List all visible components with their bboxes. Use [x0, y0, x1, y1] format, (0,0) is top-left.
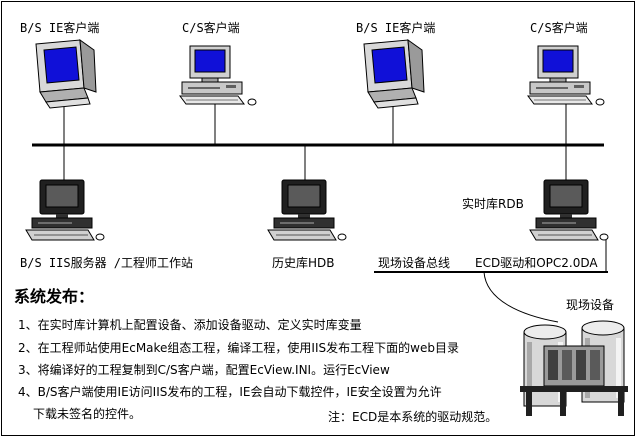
- realtime-db-label: 实时库RDB: [462, 197, 524, 211]
- client-label: C/S客户端: [182, 21, 240, 35]
- field-bus-label: 现场设备总线: [378, 256, 451, 270]
- publish-title: 系统发布：: [14, 287, 95, 306]
- workstation-icon: [267, 179, 347, 241]
- publish-step: 1、在实时库计算机上配置设备、添加设备驱动、定义实时库变量: [18, 318, 362, 332]
- client-label: C/S客户端: [530, 21, 588, 35]
- driver-label: ECD驱动和OPC2.0DA: [475, 256, 598, 270]
- workstation-icon: [529, 179, 609, 241]
- iis-server-label: B/S IIS服务器 /工程师工作站: [20, 256, 194, 270]
- desktop-pc-icon: [527, 45, 605, 106]
- field-device-label: 现场设备: [566, 298, 615, 312]
- publish-step: 2、在工程师站使用EcMake组态工程，编译工程，使用IIS发布工程下面的web…: [18, 341, 459, 355]
- footnote: 注：ECD是本系统的驱动规范。: [328, 410, 498, 424]
- crt-monitor-icon: [363, 39, 425, 109]
- publish-step: 3、将编译好的工程复制到C/S客户端，配置EcView.INI。运行EcView: [18, 363, 390, 377]
- field-device-icon: [520, 320, 628, 416]
- desktop-pc-icon: [179, 45, 257, 106]
- client-label: B/S IE客户端: [20, 21, 100, 35]
- publish-step: 4、B/S客户端使用IE访问IIS发布的工程，IE会自动下载控件，IE安全设置为…: [18, 385, 442, 399]
- publish-step-continuation: 下载未签名的控件。: [33, 407, 142, 421]
- workstation-icon: [25, 179, 105, 241]
- history-db-label: 历史库HDB: [272, 256, 335, 270]
- crt-monitor-icon: [35, 39, 97, 109]
- field-device-cable: [483, 271, 559, 323]
- client-label: B/S IE客户端: [356, 21, 436, 35]
